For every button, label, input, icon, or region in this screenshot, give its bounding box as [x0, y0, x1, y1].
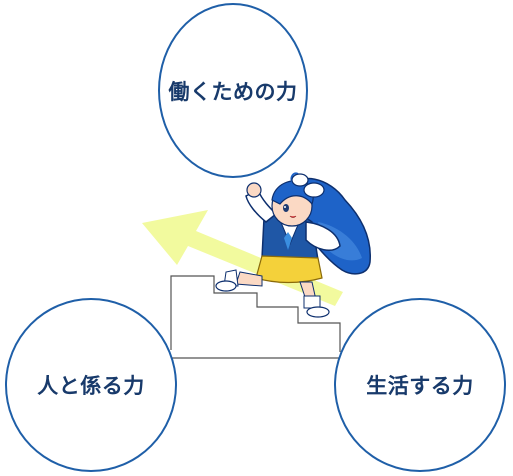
raised-arm — [245, 182, 278, 223]
node-work-skills: 働くための力 — [158, 3, 308, 178]
back-arm — [305, 221, 341, 252]
staircase — [170, 275, 341, 359]
node-label-relationship-skills: 人と係る力 — [37, 374, 145, 398]
node-label-work-skills: 働くための力 — [168, 79, 298, 104]
skirt — [255, 255, 323, 284]
legs — [215, 269, 330, 318]
head — [271, 172, 325, 227]
node-relationship-skills: 人と係る力 — [5, 298, 177, 472]
node-life-skills: 生活する力 — [334, 298, 506, 472]
node-label-life-skills: 生活する力 — [366, 374, 474, 398]
